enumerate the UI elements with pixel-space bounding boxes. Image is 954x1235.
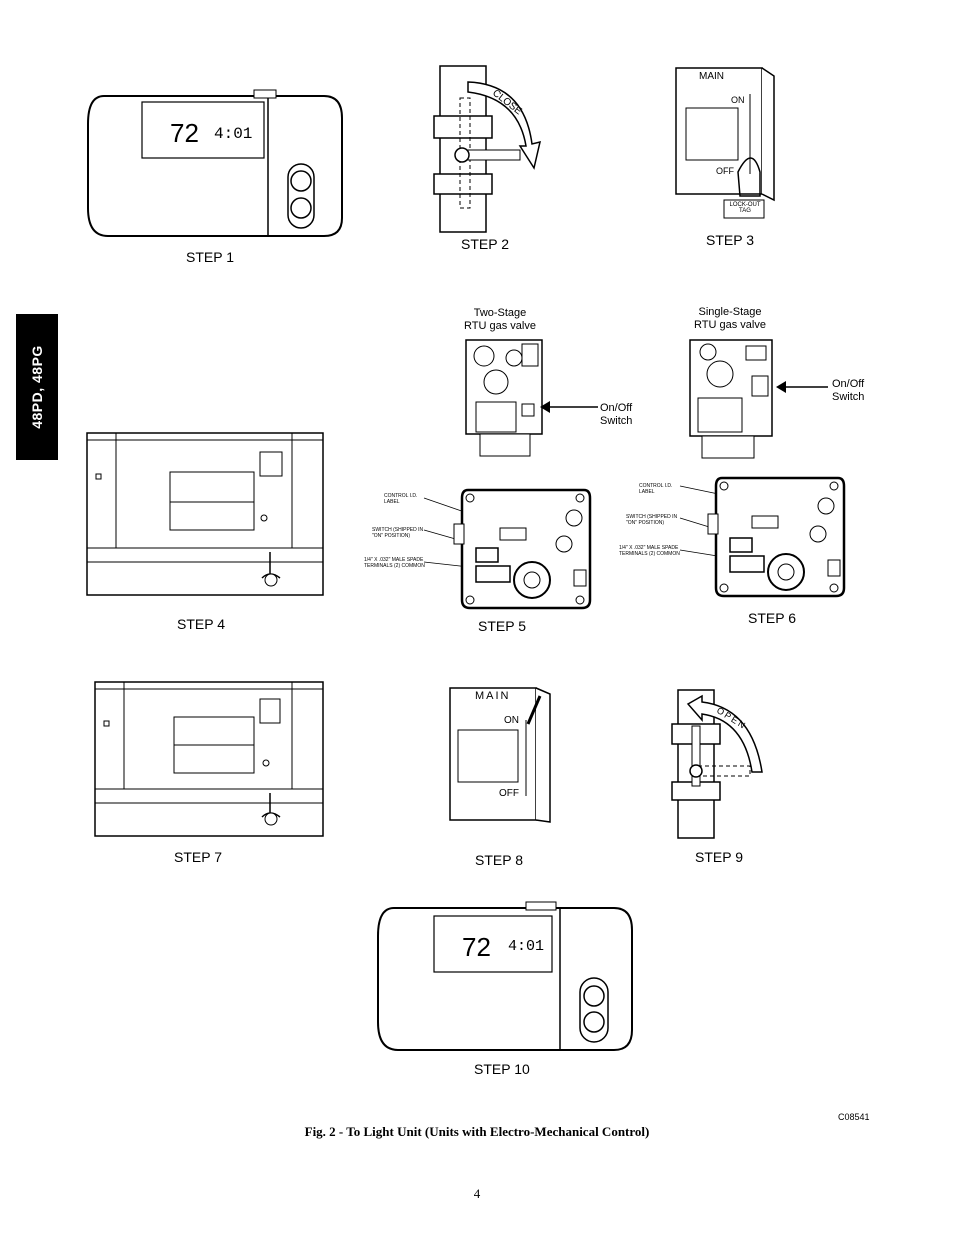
- figure-code: C08541: [838, 1112, 870, 1122]
- step4-label: STEP 4: [177, 616, 225, 632]
- on-label-step8: ON: [504, 715, 519, 726]
- step5-label: STEP 5: [478, 618, 526, 634]
- step2-label: STEP 2: [461, 236, 509, 252]
- arrow-two-stage-switch: [540, 401, 598, 413]
- thermostat-time: 4:01: [214, 125, 252, 143]
- valve-close-illustration: CLOSE: [433, 65, 542, 233]
- main-label-step3: MAIN: [699, 71, 724, 82]
- off-label-step8: OFF: [499, 788, 519, 799]
- thermostat-temp-step10: 72: [462, 932, 491, 962]
- main-label-step8: MAIN: [475, 690, 511, 702]
- step6-label: STEP 6: [748, 610, 796, 626]
- side-tab: 48PD, 48PG: [16, 314, 58, 460]
- thermostat-illustration-step1: 72 4:01: [87, 89, 343, 237]
- terminals-label-step6: 1/4" X .032" MALE SPADE TERMINALS (2) CO…: [619, 545, 680, 557]
- two-stage-gas-valve: [465, 339, 543, 457]
- single-stage-gas-valve: [689, 339, 773, 459]
- unit-panel-illustration-step4: [86, 432, 324, 596]
- unit-panel-illustration-step7: [94, 681, 324, 837]
- single-stage-valve-label: Single-Stage RTU gas valve: [694, 306, 766, 331]
- side-tab-label: 48PD, 48PG: [29, 345, 45, 429]
- figure-caption: Fig. 2 - To Light Unit (Units with Elect…: [304, 1124, 650, 1139]
- onoff-switch-label-single-stage: On/Off Switch: [832, 378, 865, 403]
- main-switch-lockout-illustration: [675, 67, 775, 219]
- lockout-label: LOCK-OUT: [729, 202, 761, 208]
- two-stage-valve-label: Two-Stage RTU gas valve: [464, 307, 536, 332]
- switch-shipped-label-step6: SWITCH (SHIPPED IN "ON" POSITION): [626, 514, 678, 526]
- off-label-step3: OFF: [716, 166, 734, 176]
- on-label-step3: ON: [731, 95, 745, 105]
- thermostat-illustration-step10: 72 4:01: [377, 901, 633, 1051]
- step1-label: STEP 1: [186, 249, 234, 265]
- switch-shipped-label-step5: SWITCH (SHIPPED IN "ON" POSITION): [372, 527, 424, 539]
- terminals-label-step5: 1/4" X .032" MALE SPADE TERMINALS (2) CO…: [364, 557, 425, 569]
- step9-label: STEP 9: [695, 849, 743, 865]
- control-diagram-step5: [423, 488, 592, 610]
- step10-label: STEP 10: [474, 1061, 530, 1077]
- valve-open-illustration: OPEN: [671, 689, 763, 839]
- thermostat-time-step10: 4:01: [508, 938, 544, 955]
- arrow-single-stage-switch: [776, 381, 828, 393]
- onoff-switch-label-two-stage: On/Off Switch: [600, 402, 633, 427]
- step8-label: STEP 8: [475, 852, 523, 868]
- thermostat-temp: 72: [170, 118, 199, 148]
- close-label: CLOSE: [490, 88, 524, 118]
- tag-label: TAG: [739, 208, 751, 214]
- control-id-label-step6: CONTROL I.D. LABEL: [639, 483, 673, 495]
- step7-label: STEP 7: [174, 849, 222, 865]
- control-diagram-step6: [679, 476, 846, 598]
- control-id-label-step5: CONTROL I.D. LABEL: [384, 493, 418, 505]
- page-number: 4: [473, 1186, 481, 1201]
- step3-label: STEP 3: [706, 232, 754, 248]
- main-switch-illustration-step8: [449, 687, 551, 823]
